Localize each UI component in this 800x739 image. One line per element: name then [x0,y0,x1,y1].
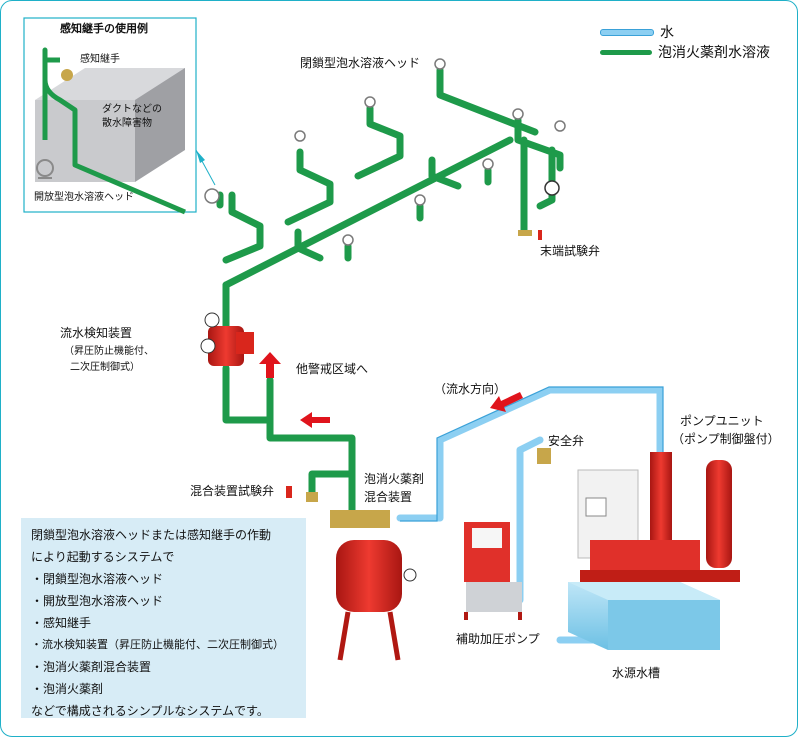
pump-unit [577,452,740,582]
closed-head-icon [204,188,220,204]
mixer-label-1: 泡消火薬剤 [364,472,425,486]
water-source-tank [568,582,720,650]
pump-unit-sub-label: （ポンプ制御盤付） [672,432,780,446]
end-test-valve-label: 末端試験弁 [540,244,601,258]
inset-panel [23,17,216,215]
inset-duct-label-2: 散水障害物 [102,118,152,129]
pump-unit-label: ポンプユニット [680,414,764,428]
flow-direction-label: （流水方向） [434,382,507,396]
closed-head-icon [512,108,524,120]
safety-valve-icon [537,448,551,464]
flow-detector-sub1: （昇圧防止機能付、 [64,346,154,357]
flow-detector-sub2: 二次圧制御式） [70,362,140,373]
closed-heads [204,58,566,246]
closed-head-label: 閉鎖型泡水溶液ヘッド [300,56,421,70]
flow-detector-device [200,312,254,366]
note-line: 閉鎖型泡水溶液ヘッドまたは感知継手の作動 [31,528,272,542]
aux-pressure-pump [464,522,522,620]
note-line: により起動するシステムで [31,550,175,564]
water-tank-label: 水源水槽 [612,666,661,680]
legend-foam-label: 泡消火薬剤水溶液 [658,45,770,61]
note-line: などで構成されるシンプルなシステムです。 [31,704,269,718]
other-zone-label: 他警戒区域へ [296,362,369,376]
closed-head-icon [342,234,354,246]
mixer-label-2: 混合装置 [364,490,413,504]
closed-head-icon [294,130,306,142]
mixer-test-valve-label: 混合装置試験弁 [190,484,275,498]
flow-detector-label: 流水検知装置 [60,326,133,340]
foam-mixer-tank [330,510,417,661]
end-test-valve-icon [518,230,532,236]
note-line: ・開放型泡水溶液ヘッド [31,594,164,608]
note-line: ・閉鎖型泡水溶液ヘッド [31,572,164,586]
inset-open-head-label: 開放型泡水溶液ヘッド [34,192,134,203]
red-arrows [259,352,523,428]
closed-head-icon [364,96,376,108]
foam-piping [216,66,564,516]
legend-foam-swatch [600,49,652,55]
note-line: ・泡消火薬剤 [31,682,104,696]
legend-water-swatch [600,28,654,36]
legend-water: 水 [600,22,674,42]
inset-title: 感知継手の使用例 [60,22,148,35]
mixer-test-valve-icon [286,486,292,498]
inset-sensor-joint-label: 感知継手 [80,54,120,65]
closed-head-icon [554,120,566,132]
pressure-gauge-icon [544,180,560,196]
closed-head-icon [414,194,426,206]
legend-water-label: 水 [660,25,674,41]
closed-head-icon [434,58,446,70]
arrow-up-icon [259,352,281,378]
legend-foam: 泡消火薬剤水溶液 [600,42,770,62]
note-line: ・感知継手 [31,616,92,630]
note-line: ・泡消火薬剤混合装置 [31,660,152,674]
sensor-joint-icon [61,69,73,81]
open-head-icon [36,159,54,177]
safety-valve-label: 安全弁 [548,434,585,448]
aux-pump-label: 補助加圧ポンプ [456,632,540,646]
arrow-left-icon [300,412,330,428]
system-description-note: 閉鎖型泡水溶液ヘッドまたは感知継手の作動 により起動するシステムで ・閉鎖型泡水… [21,518,306,718]
note-line: ・流水検知装置（昇圧防止機能付、二次圧制御式） [31,638,284,651]
arrow-flow-icon [490,392,523,412]
inset-duct-label-1: ダクトなどの [102,104,162,115]
closed-head-icon [482,158,494,170]
